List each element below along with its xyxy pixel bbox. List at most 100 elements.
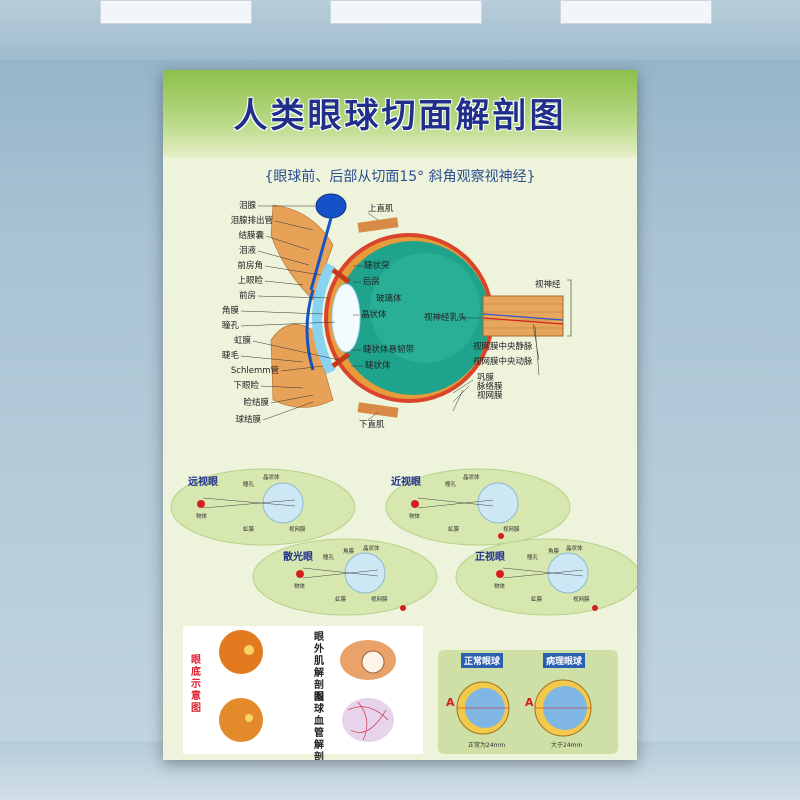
emmetropia-label-retina: 视网膜 [573, 597, 590, 603]
label-inferior-rectus: 下直肌 [359, 420, 385, 430]
lower-eyelid-tissue [270, 324, 334, 408]
pathological-eye-title: 病理眼球 [543, 653, 586, 668]
label-superior-rectus: 上直肌 [368, 204, 394, 214]
pathological-eye-marker: A [525, 696, 534, 709]
optic-nerve [482, 295, 564, 337]
myopia-label-lens: 晶状体 [463, 475, 480, 481]
fundus-image-bottom [219, 698, 263, 742]
hyperopia-label-retina: 视网膜 [289, 527, 306, 533]
myopia-label-object: 物体 [409, 514, 421, 520]
conjunctiva-line [305, 289, 315, 371]
vitreous-highlight [370, 253, 480, 363]
astigmatism-warning-dot [400, 605, 406, 611]
extraocular-muscle-eye [361, 650, 385, 674]
label-anterior-chamber: 前房 [238, 291, 256, 301]
label-lower-eyelid: 下眼睑 [233, 381, 259, 391]
cornea [312, 262, 336, 375]
label-zonule: 睫状体悬韧带 [363, 345, 415, 355]
vessel-title: 眼球血管解剖图 [314, 692, 324, 760]
astigmatism-title: 散光眼 [283, 552, 313, 563]
fundus-image-top [219, 630, 263, 674]
poster-title: 人类眼球切面解剖图 [233, 96, 567, 136]
label-ciliary-body: 睫状体 [365, 361, 391, 371]
astigmatism-label-retina: 视网膜 [371, 597, 388, 603]
myopia-warning-dot [498, 533, 504, 539]
central-retinal-vein [482, 313, 564, 321]
vessel-figure [342, 698, 394, 742]
central-retinal-artery [482, 317, 564, 325]
label-conjunctival-sac: 结膜囊 [238, 231, 264, 241]
label-sclera: 巩膜 [477, 373, 495, 383]
label-central-retinal-artery: 视网膜中央动脉 [473, 357, 533, 367]
astigmatism-label-pupil: 瞳孔 [323, 555, 335, 561]
hyperopia-label-pupil: 瞳孔 [243, 482, 255, 488]
myopia-eyeball [477, 482, 519, 524]
fundus-disc-bottom [245, 714, 253, 722]
label-upper-eyelid: 上眼睑 [237, 276, 263, 286]
myopia-label-pupil: 瞳孔 [445, 482, 457, 488]
label-lacrimal-duct: 泪腺排出管 [230, 216, 273, 226]
emmetropia-warning-dot [592, 605, 598, 611]
label-cornea: 角膜 [221, 306, 239, 316]
extraocular-muscle-title: 眼外肌解剖图 [314, 632, 324, 703]
poster-subtitle: {眼球前、后部从切面15° 斜角观察视神经} [264, 169, 536, 185]
upper-eyelid-tissue [270, 204, 334, 301]
pathological-eye-note: 大于24mm [551, 742, 583, 749]
ceiling-light-center [330, 0, 482, 24]
ceiling-light-left [100, 0, 252, 24]
label-choroid: 脉络膜 [477, 382, 503, 392]
hyperopia-label-lens: 晶状体 [263, 475, 280, 481]
label-retina: 视网膜 [477, 391, 503, 401]
emmetropia-label-object: 物体 [494, 584, 506, 590]
myopia-object-dot [411, 500, 419, 508]
normal-eye-title: 正常眼球 [461, 653, 504, 668]
emmetropia-object-dot [496, 570, 504, 578]
iris-top [331, 268, 351, 284]
superior-rectus-muscle [357, 217, 399, 233]
lens [331, 283, 361, 353]
label-schlemm-canal: Schlemm管 [230, 366, 279, 376]
label-bulbar-conjunctiva: 球结膜 [235, 415, 261, 425]
hyperopia-eyeball [262, 482, 304, 524]
emmetropia-label-cornea: 角膜 [548, 549, 560, 555]
astigmatism-label-cornea: 角膜 [343, 549, 355, 555]
myopia-label-iris: 虹膜 [448, 527, 460, 533]
astigmatism-label-lens: 晶状体 [363, 546, 380, 552]
hyperopia-title: 远视眼 [188, 477, 218, 488]
lacrimal-duct [309, 217, 333, 291]
poster-header [163, 70, 637, 158]
label-pupil: 瞳孔 [221, 321, 239, 331]
hyperopia-object-dot [197, 500, 205, 508]
label-optic-disc: 视神经乳头 [424, 313, 467, 323]
eye-cross-section-diagram [170, 193, 637, 754]
myopia-title: 近视眼 [391, 477, 421, 488]
hyperopia-label-iris: 虹膜 [243, 527, 255, 533]
anatomy-poster: 人类眼球切面解剖图 {眼球前、后部从切面15° 斜角观察视神经} [163, 70, 637, 760]
emmetropia-label-pupil: 瞳孔 [527, 555, 539, 561]
emmetropia-eyeball [547, 552, 589, 594]
label-tears: 泪液 [238, 246, 256, 256]
label-vitreous-body: 玻璃体 [376, 294, 402, 304]
label-ciliary-process: 睫状突 [364, 261, 390, 271]
label-lens: 晶状体 [361, 310, 387, 320]
fundus-title: 眼底示意图 [191, 655, 201, 714]
astigmatism-label-iris: 虹膜 [335, 597, 347, 603]
lacrimal-gland [315, 193, 347, 219]
label-lacrimal-gland: 泪腺 [238, 201, 256, 211]
label-iris: 虹膜 [233, 336, 251, 346]
ceiling [0, 0, 800, 60]
hyperopia-label-object: 物体 [196, 514, 208, 520]
emmetropia-title: 正视眼 [475, 552, 505, 563]
label-central-retinal-vein: 视网膜中央静脉 [473, 342, 533, 352]
label-optic-nerve: 视神经 [535, 280, 561, 290]
label-posterior-chamber: 后房 [363, 277, 381, 287]
iris-bottom [331, 352, 351, 368]
label-eyelashes: 睫毛 [221, 351, 239, 361]
emmetropia-label-lens: 晶状体 [566, 546, 583, 552]
normal-eye-marker: A [446, 696, 455, 709]
label-palpebral-conjunctiva: 睑结膜 [243, 398, 269, 408]
myopia-label-retina: 视网膜 [503, 527, 520, 533]
normal-eye-note: 正常为24mm [468, 742, 506, 749]
emmetropia-panel-bg [455, 538, 637, 616]
label-anterior-chamber-angle: 前房角 [237, 261, 263, 271]
